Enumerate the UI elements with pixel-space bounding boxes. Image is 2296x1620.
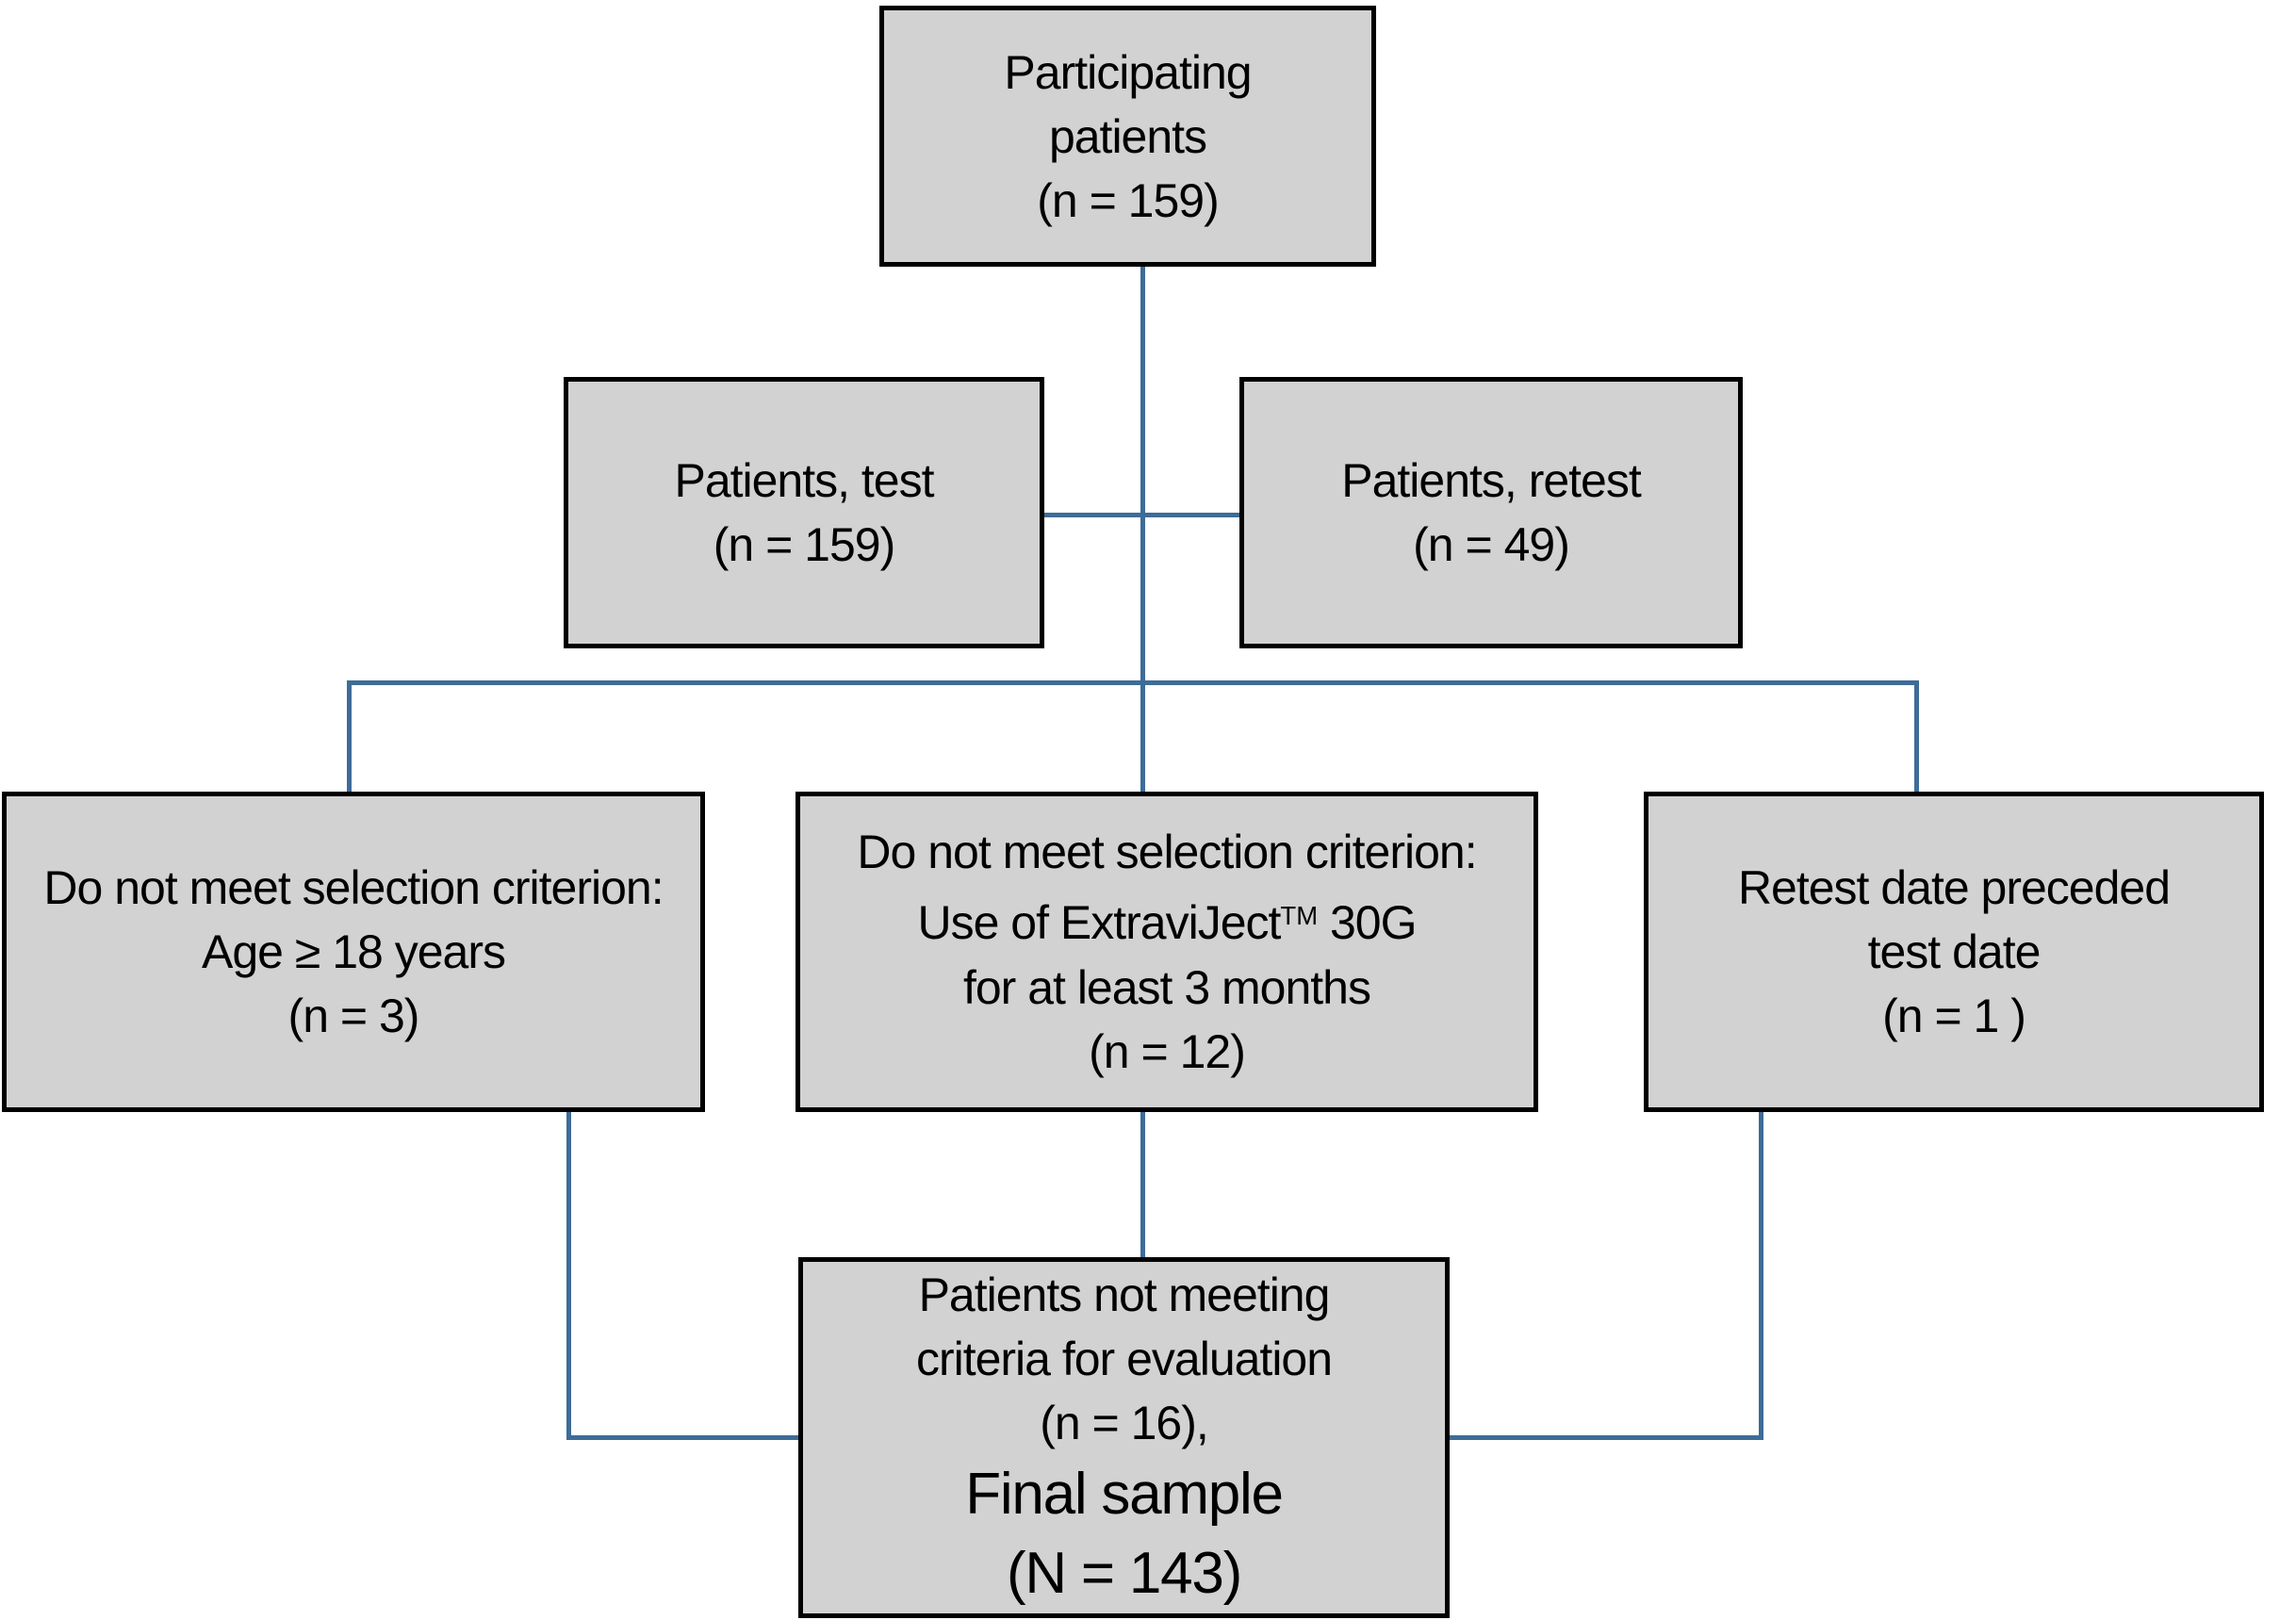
box-line: Retest date preceded	[1737, 861, 2171, 914]
box-retest-date-preceded: Retest date preceded test date (n = 1 )	[1644, 792, 2264, 1112]
connector-age-down	[566, 1110, 571, 1440]
box-patients-retest: Patients, retest (n = 49)	[1239, 377, 1743, 648]
box-line: (n = 3)	[287, 990, 420, 1042]
box-line: (n = 159)	[713, 518, 896, 571]
connector-branch-right-down	[1914, 680, 1919, 794]
box-line: Participating	[1004, 45, 1252, 99]
box-criterion-extraviject: Do not meet selection criterion: Use of …	[795, 792, 1538, 1112]
box-line-text: 30G	[1318, 896, 1418, 950]
box-line: for at least 3 months	[962, 960, 1371, 1014]
box-line: Use of ExtraviJectTM 30G	[917, 884, 1418, 955]
box-line: Patients, test	[674, 454, 934, 507]
box-line: (n = 159)	[1037, 173, 1220, 227]
box-line: (n = 12)	[1089, 1024, 1246, 1078]
box-line-text: Use of ExtraviJect	[917, 896, 1281, 950]
box-line: (n = 49)	[1413, 518, 1570, 571]
connector-branch-horizontal	[347, 680, 1919, 685]
box-participating-patients: Participating patients (n = 159)	[879, 6, 1376, 267]
connector-retestdate-down	[1759, 1110, 1763, 1440]
box-line: Patients not meeting	[918, 1268, 1331, 1321]
trademark-superscript: TM	[1280, 901, 1319, 931]
box-line-final-count: (N = 143)	[1006, 1540, 1242, 1606]
box-final-sample: Patients not meeting criteria for evalua…	[798, 1257, 1450, 1618]
box-line: Do not meet selection criterion:	[857, 826, 1477, 879]
box-line-final-sample: Final sample	[965, 1461, 1284, 1527]
box-line: patients	[1048, 109, 1207, 163]
connector-test-retest	[1042, 513, 1241, 517]
connector-age-to-final	[566, 1435, 802, 1440]
box-line: Age ≥ 18 years	[202, 925, 506, 978]
box-criterion-age: Do not meet selection criterion: Age ≥ 1…	[2, 792, 705, 1112]
box-line: Patients, retest	[1341, 454, 1641, 507]
box-patients-test: Patients, test (n = 159)	[564, 377, 1044, 648]
box-line: Do not meet selection criterion:	[43, 861, 664, 914]
connector-device-to-final	[1140, 1110, 1145, 1261]
connector-participating-to-branch	[1140, 267, 1145, 794]
box-line: (n = 16),	[1040, 1396, 1209, 1449]
connector-retestdate-to-final	[1448, 1435, 1763, 1440]
box-line: test date	[1867, 925, 2042, 978]
box-line: criteria for evaluation	[915, 1332, 1333, 1385]
connector-branch-left-down	[347, 680, 352, 794]
box-line: (n = 1 )	[1882, 990, 2026, 1042]
